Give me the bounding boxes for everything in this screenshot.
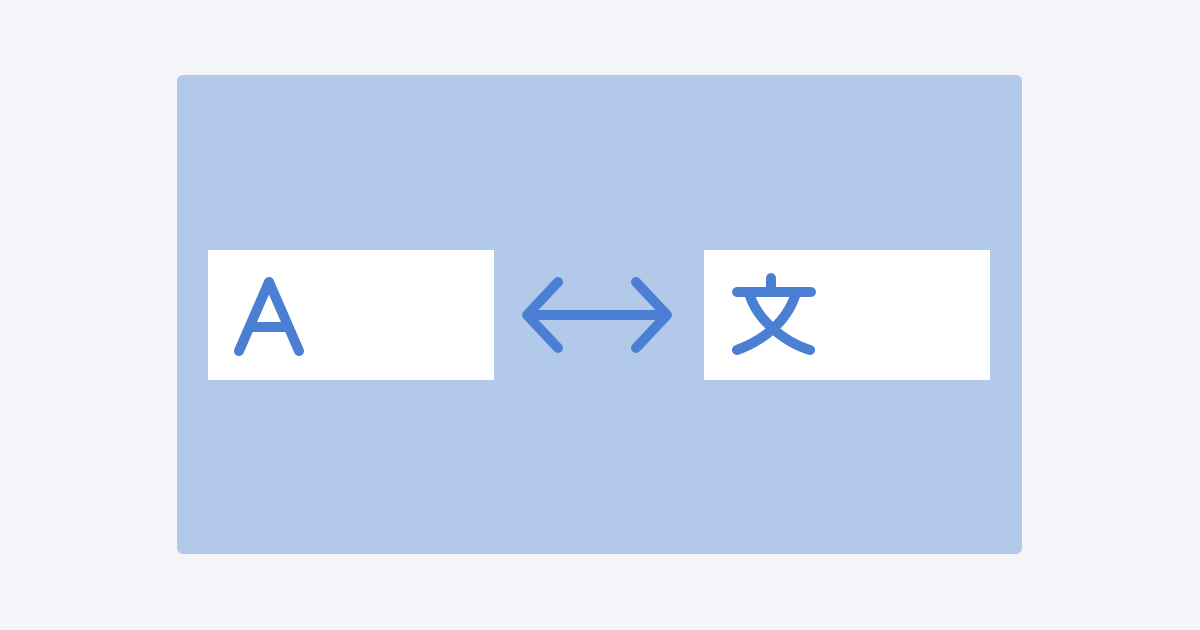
translation-illustration-card: A 文	[177, 75, 1022, 554]
chinese-character-wen-icon: 文	[732, 273, 816, 355]
latin-letter-a-icon: A	[234, 277, 304, 356]
source-language-box: A	[208, 250, 494, 380]
target-language-box: 文	[704, 250, 990, 380]
bidirectional-arrow-icon	[518, 272, 678, 358]
